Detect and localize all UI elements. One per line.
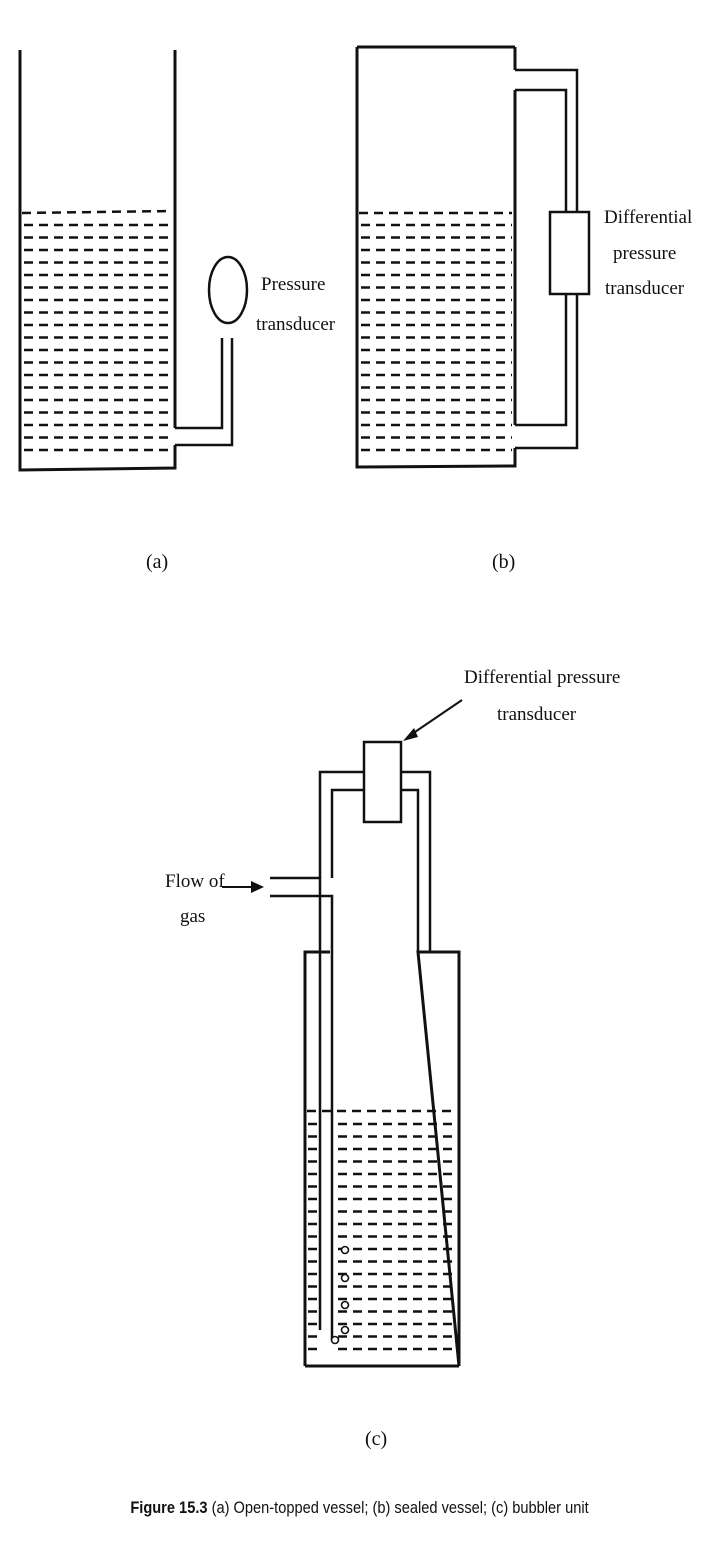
panel-c-label: (c) <box>365 1428 387 1450</box>
panel-a: Pressure transducer (a) <box>18 50 336 573</box>
panel-a-label: (a) <box>146 551 168 573</box>
gas-flow-arrow <box>222 881 264 893</box>
sealed-vessel <box>355 45 517 469</box>
bubbler-vessel <box>303 950 461 1368</box>
open-vessel <box>18 50 177 472</box>
gas-bubbles <box>330 1245 350 1345</box>
gas-inlet-pipe <box>270 876 334 1340</box>
transducer-pointer-arrow <box>403 699 463 741</box>
liquid-a <box>21 209 173 452</box>
liquid-c <box>307 1109 457 1351</box>
differential-transducer-label-c: Differential pressure transducer <box>464 667 625 725</box>
differential-pipes-b <box>515 68 579 450</box>
differential-pipes-c <box>318 770 432 952</box>
panel-c: Differential pressure transducer Flow of… <box>165 667 625 1450</box>
figure-caption: Figure 15.3 (a) Open-topped vessel; (b) … <box>50 1498 668 1518</box>
differential-pressure-transducer-b <box>548 210 591 296</box>
panel-b-label: (b) <box>492 551 515 573</box>
transducer-pipe-a <box>175 338 234 447</box>
pressure-transducer-label: Pressure transducer <box>256 274 336 335</box>
figure-number: Figure 15.3 <box>130 1498 208 1517</box>
differential-pressure-transducer-c <box>362 740 403 824</box>
pressure-transducer-gauge <box>207 255 249 325</box>
liquid-b <box>359 211 512 452</box>
caption-text: (a) Open-topped vessel; (b) sealed vesse… <box>211 1498 589 1517</box>
differential-transducer-label-b: Differential pressure transducer <box>604 207 697 299</box>
gas-flow-label: Flow of gas <box>165 871 229 927</box>
panel-b: Differential pressure transducer (b) <box>355 45 697 573</box>
